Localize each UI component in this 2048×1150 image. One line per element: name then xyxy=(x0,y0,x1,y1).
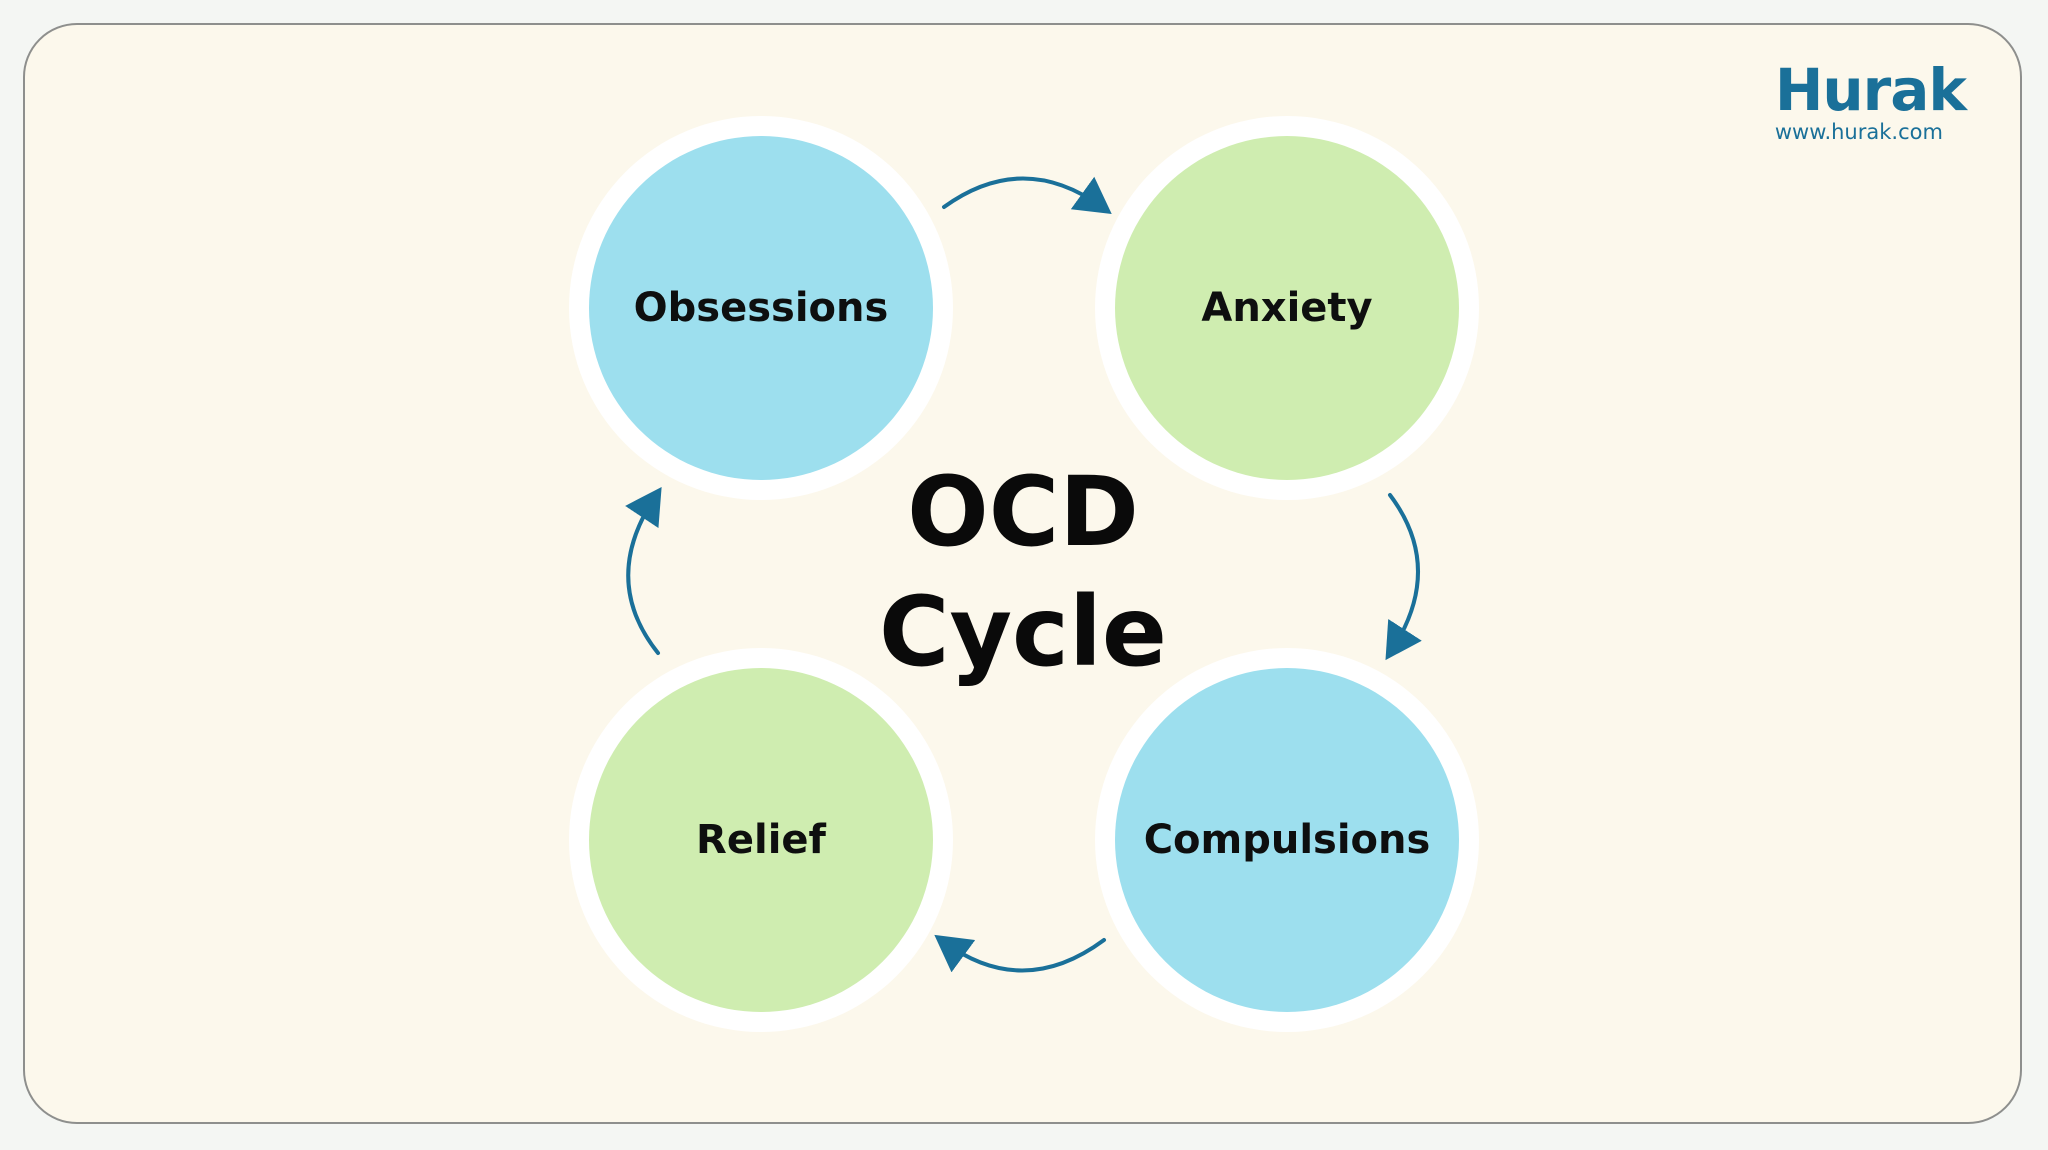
arrow-relief-to-obsessions xyxy=(625,486,662,655)
node-obsessions-circle xyxy=(589,136,933,480)
hurak-logo: Hurak www.hurak.com xyxy=(1774,56,1967,144)
diagram-title-line-2: Cycle xyxy=(879,576,1167,688)
diagram-title-line-1: OCD xyxy=(907,456,1139,568)
node-compulsions-circle xyxy=(1115,668,1459,1012)
node-anxiety-label: Anxiety xyxy=(1201,285,1372,331)
node-anxiety-circle xyxy=(1115,136,1459,480)
diagram-card xyxy=(23,23,2022,1124)
node-obsessions: Obsessions xyxy=(569,116,953,500)
node-compulsions-label: Compulsions xyxy=(1144,817,1431,863)
arrow-compulsions-to-relief xyxy=(934,934,1106,973)
arrow-anxiety-to-compulsions xyxy=(1385,493,1422,661)
node-obsessions-label: Obsessions xyxy=(634,285,889,331)
logo-url: www.hurak.com xyxy=(1774,120,1943,144)
node-relief-label: Relief xyxy=(696,817,826,863)
node-relief-circle xyxy=(589,668,933,1012)
node-compulsions: Compulsions xyxy=(1095,648,1479,1032)
arrow-obsessions-to-anxiety xyxy=(942,176,1112,215)
node-relief: Relief xyxy=(569,648,953,1032)
node-anxiety: Anxiety xyxy=(1095,116,1479,500)
logo-wordmark: Hurak xyxy=(1774,56,1967,124)
